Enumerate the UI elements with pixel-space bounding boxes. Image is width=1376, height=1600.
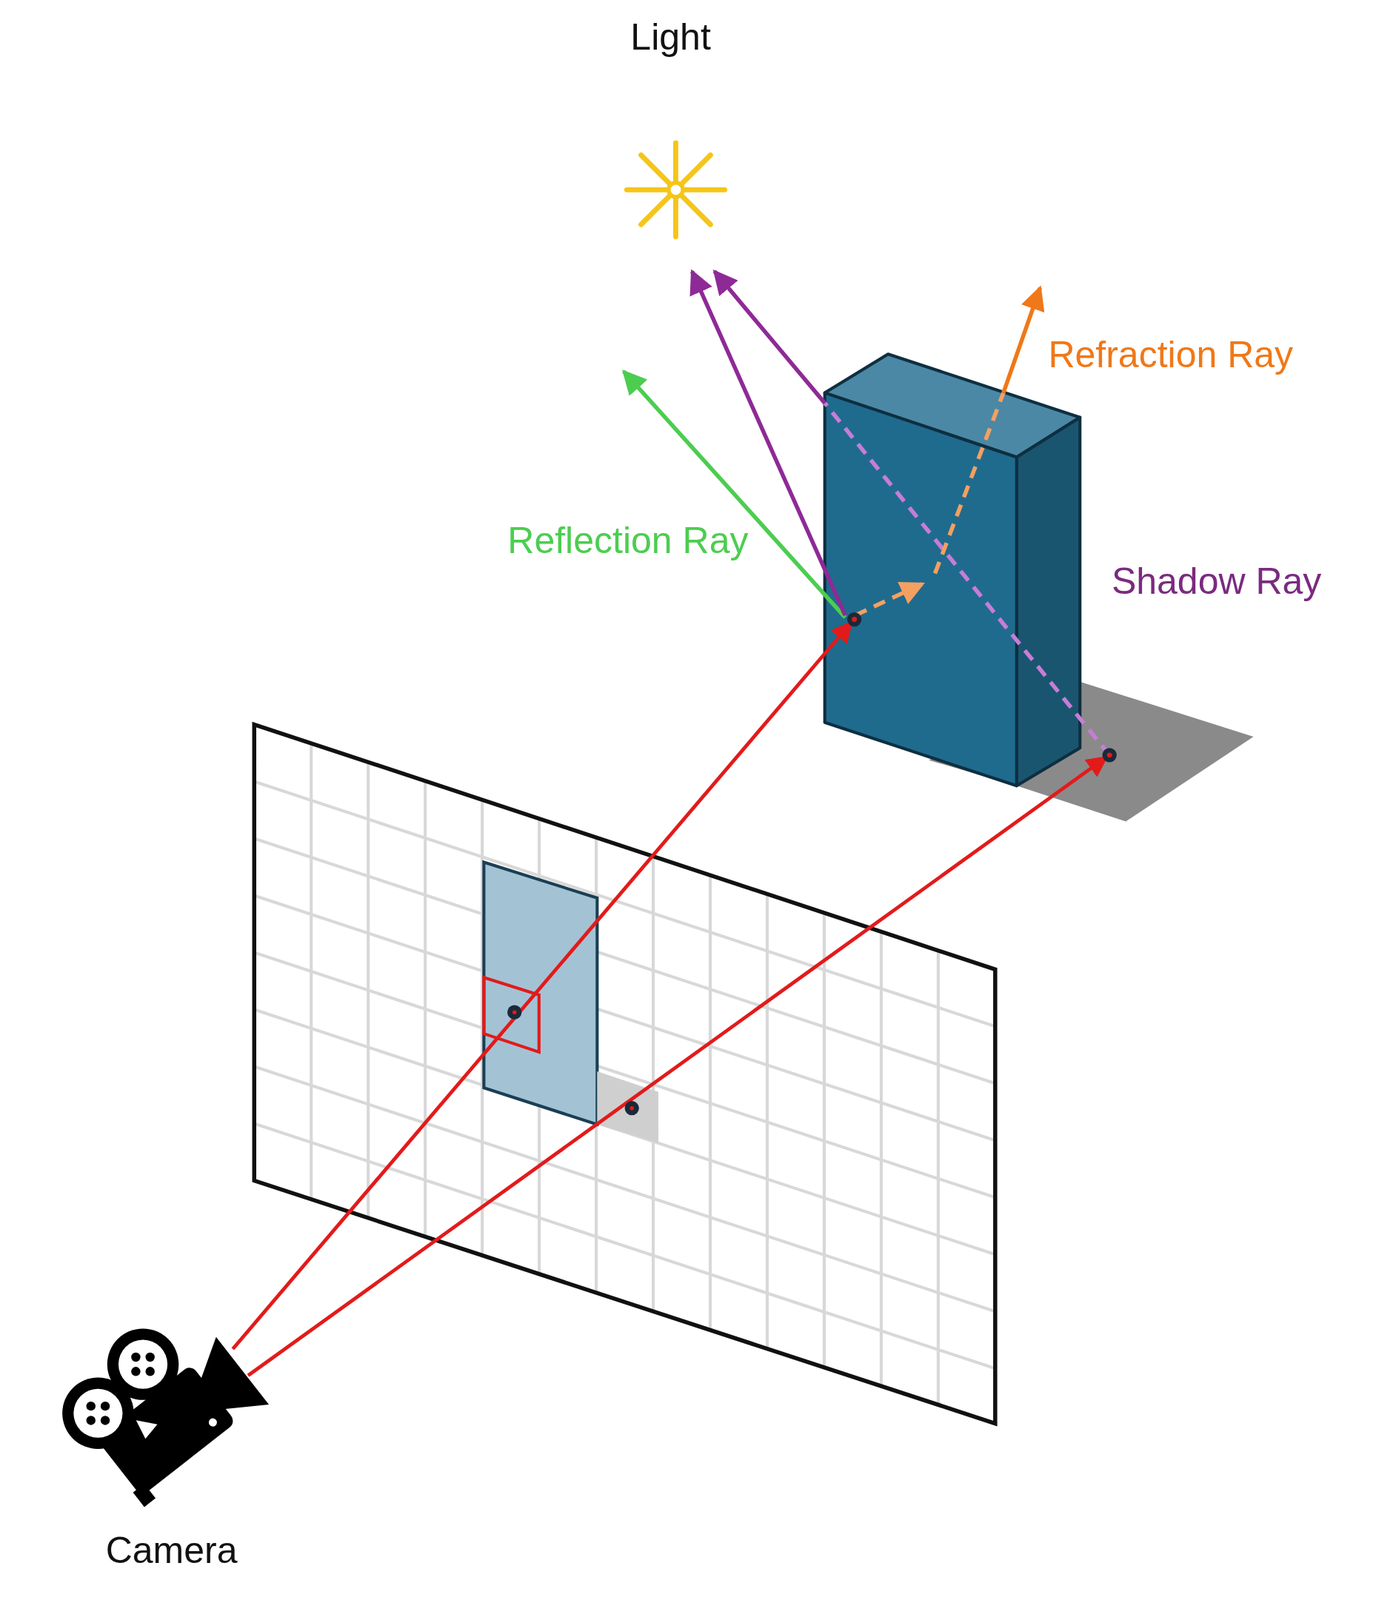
ray-label: Refraction Ray <box>1044 334 1297 377</box>
light-label: Light <box>627 16 714 60</box>
primary-ray <box>248 757 1107 1376</box>
hit-points <box>507 612 1117 1116</box>
image-plane-border <box>254 725 996 1425</box>
image-plane <box>254 725 996 1425</box>
projected-shadow <box>596 1071 659 1143</box>
box-object <box>825 353 1081 786</box>
reflection-ray <box>623 371 846 618</box>
primary-ray <box>232 622 851 1350</box>
ray-label: Reflection Ray <box>504 519 751 563</box>
shadow-ray <box>692 271 846 616</box>
grid-line <box>254 1124 996 1370</box>
pixel-grid <box>254 743 996 1408</box>
shadow-ray-hidden <box>825 402 1111 755</box>
shadow-ray <box>714 271 826 404</box>
refraction-ray <box>1003 288 1041 394</box>
projected-box <box>483 862 597 1125</box>
refraction-ray-inside <box>855 583 923 616</box>
camera-label: Camera <box>102 1530 241 1573</box>
ray-label: Shadow Ray <box>1108 560 1325 604</box>
refraction-ray-inside <box>935 393 1004 574</box>
light-symbol <box>626 142 725 237</box>
camera-icon <box>62 1328 272 1508</box>
pixel-highlight <box>483 977 539 1053</box>
